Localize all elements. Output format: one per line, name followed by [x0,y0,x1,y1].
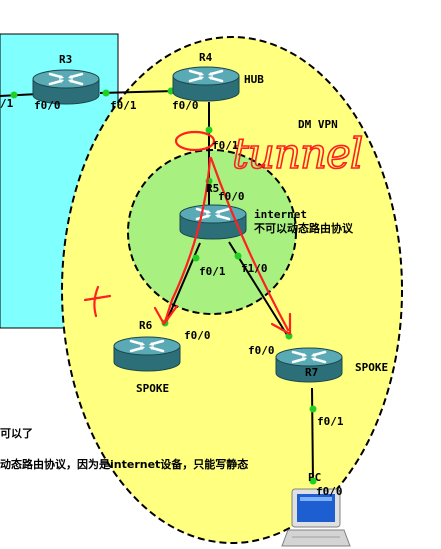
pc-icon [281,488,351,547]
r5-f01-label: f0/1 [199,265,226,278]
r3-f00-label: f0/0 [34,99,61,112]
r3-label: R3 [59,53,73,66]
dot-r4-left [102,89,110,97]
r6-spoke-label: SPOKE [136,382,170,395]
r5-label: R5 [206,182,220,195]
r4-f00-label: f0/0 [172,99,199,112]
handwritten-annotations [83,130,292,336]
dot-r4-down [205,126,213,134]
pc-f00-label: f0/0 [316,485,343,498]
link-r7-pc [311,387,314,483]
link-r3-r4 [99,90,176,94]
r5-f00-label: f0/0 [218,190,245,203]
dot-r5-f01 [192,254,200,262]
note-line-2: 动态路由协议，因为是internet设备，只能写静态 [0,458,249,471]
r3-left-interface-label: /1 [0,97,14,110]
router-icon-r6 [112,335,182,373]
r7-f00-label: f0/0 [248,344,275,357]
annotation-circle [174,130,216,152]
pc-label: PC [308,471,322,484]
note-line-1: 可以了 [0,427,33,440]
r4-label: R4 [199,51,213,64]
r7-f01-label: f0/1 [317,415,344,428]
r6-label: R6 [139,319,153,332]
dot-r7-f01 [309,405,317,413]
dot-r3-left [10,91,18,99]
r4-hub-label: HUB [244,73,264,86]
dot-pc [309,477,317,485]
r5-no-dynamic-routing-label: 不可以动态路由协议 [254,222,353,235]
r5-internet-label: internet [254,208,307,221]
annotation-letter-t-strokes [83,285,112,318]
tunnel-handwriting: tunnel [232,129,362,178]
dot-r5-f11 [234,252,242,260]
r7-spoke-label: SPOKE [355,361,389,374]
router-icon-r4 [171,65,241,103]
r7-label: R7 [305,366,319,379]
r4-down-f01-label: f0/1 [212,139,239,152]
dm-vpn-label: DM VPN [298,118,338,131]
annotation-arrow-to-r6 [163,156,212,324]
link-r3-left [0,93,39,97]
r5-f10-label: f1/0 [241,262,268,275]
r4-left-f01-label: f0/1 [110,99,137,112]
annotation-arrowhead-r6 [153,304,179,326]
r6-f00-label: f0/0 [184,329,211,342]
annotation-arrow-to-r7 [209,156,290,332]
annotation-arrowhead-r7 [270,312,292,336]
